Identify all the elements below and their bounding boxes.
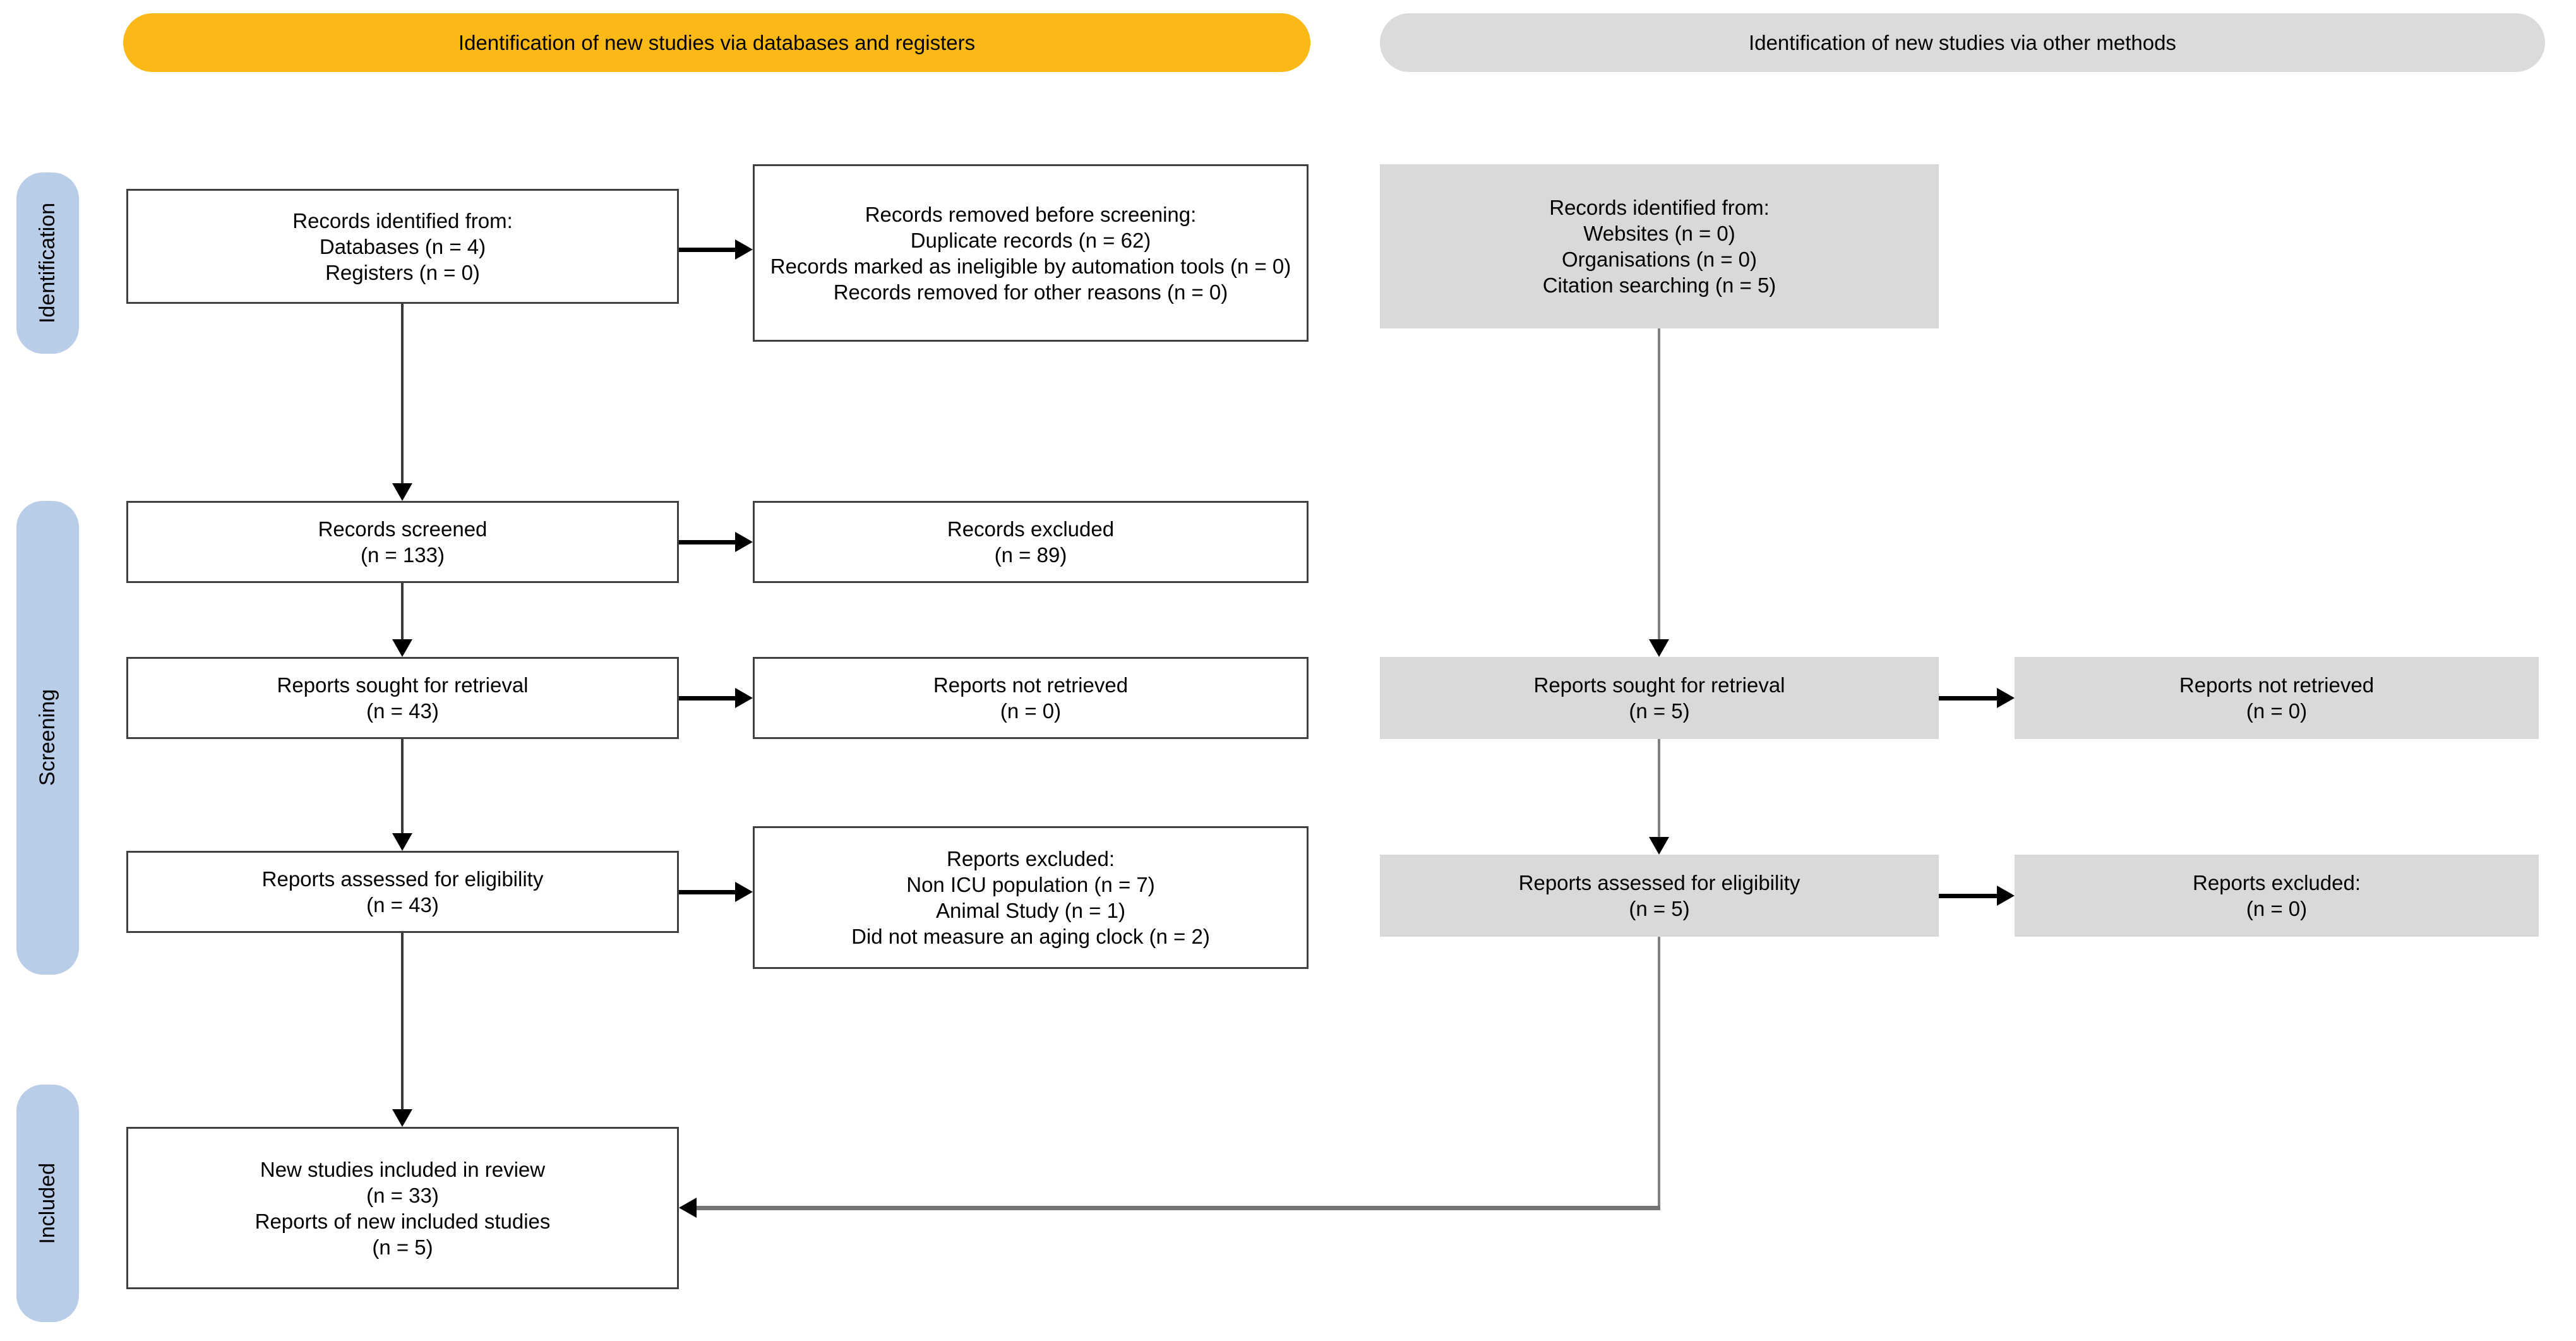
- stage-included-label: Included: [35, 1162, 59, 1244]
- box-reports-excluded-other: Reports excluded: (n = 0): [2015, 855, 2539, 937]
- box-reports-excluded-databases: Reports excluded: Non ICU population (n …: [753, 826, 1309, 969]
- box-new-studies-included: New studies included in review (n = 33) …: [126, 1127, 679, 1289]
- box-text-line: (n = 5): [1629, 699, 1690, 723]
- banner-other-methods: Identification of new studies via other …: [1380, 13, 2545, 72]
- box-text-line: Websites (n = 0): [1583, 222, 1735, 245]
- arrowhead-assessed-to-included: [392, 1109, 412, 1127]
- banner-databases-label: Identification of new studies via databa…: [458, 30, 976, 54]
- box-text-line: (n = 5): [372, 1235, 433, 1259]
- box-records-identified-other: Records identified from: Websites (n = 0…: [1380, 164, 1939, 328]
- arrowhead-other-assessed-to-excluded: [1997, 886, 2015, 906]
- box-text-line: (n = 33): [366, 1183, 439, 1207]
- box-text-line: Reports excluded:: [2193, 871, 2361, 894]
- box-text-line: Records removed before screening:: [865, 202, 1197, 226]
- arrowhead-identified-to-screened: [392, 483, 412, 501]
- banner-databases-registers: Identification of new studies via databa…: [123, 13, 1310, 72]
- box-text-line: Reports sought for retrieval: [1533, 673, 1785, 697]
- box-text-line: Organisations (n = 0): [1561, 248, 1758, 271]
- stage-included: Included: [16, 1085, 79, 1322]
- arrow-line-sought-to-notretrieved: [679, 696, 736, 701]
- arrow-line-sought-to-assessed: [401, 739, 404, 836]
- arrow-line-identified-to-screened: [401, 304, 404, 486]
- box-text-line: (n = 43): [366, 699, 439, 723]
- arrow-line-other-sought-to-notretrieved: [1939, 696, 1997, 701]
- box-reports-not-retrieved-other: Reports not retrieved (n = 0): [2015, 657, 2539, 739]
- box-text-line: Records removed for other reasons (n = 0…: [833, 280, 1228, 304]
- box-text-line: Registers (n = 0): [325, 260, 480, 284]
- stage-screening-label: Screening: [35, 689, 59, 786]
- box-text-line: (n = 133): [361, 543, 445, 567]
- box-text-line: Records identified from:: [292, 208, 513, 232]
- box-text-line: (n = 89): [994, 543, 1067, 567]
- box-reports-sought-databases: Reports sought for retrieval (n = 43): [126, 657, 679, 739]
- stage-identification: Identification: [16, 172, 79, 354]
- arrowhead-sought-to-assessed: [392, 833, 412, 851]
- stage-screening: Screening: [16, 501, 79, 975]
- arrowhead-other-identified-to-sought: [1649, 639, 1669, 657]
- box-text-line: Reports excluded:: [947, 847, 1115, 870]
- arrowhead-screened-to-sought: [392, 639, 412, 657]
- box-text-line: Did not measure an aging clock (n = 2): [851, 925, 1210, 948]
- arrowhead-identified-to-removed: [735, 239, 753, 260]
- box-records-excluded: Records excluded (n = 89): [753, 501, 1309, 583]
- box-text-line: Citation searching (n = 5): [1542, 274, 1776, 297]
- connector-other-assessed-down: [1658, 937, 1660, 1210]
- box-text-line: Reports assessed for eligibility: [1518, 871, 1800, 894]
- box-reports-assessed-other: Reports assessed for eligibility (n = 5): [1380, 855, 1939, 937]
- box-text-line: Animal Study (n = 1): [936, 899, 1125, 922]
- box-text-line: Reports assessed for eligibility: [261, 867, 544, 891]
- box-records-screened: Records screened (n = 133): [126, 501, 679, 583]
- box-text-line: (n = 0): [2246, 897, 2308, 920]
- box-text-line: Records identified from:: [1549, 196, 1770, 219]
- box-text-line: Records screened: [318, 517, 488, 541]
- box-text-line: Reports not retrieved: [933, 673, 1129, 697]
- box-text-line: Duplicate records (n = 62): [910, 228, 1151, 252]
- box-text-line: New studies included in review: [260, 1157, 546, 1181]
- box-text-line: (n = 5): [1629, 897, 1690, 920]
- box-text-line: Reports sought for retrieval: [277, 673, 529, 697]
- arrow-line-assessed-to-included: [401, 933, 404, 1112]
- box-text-line: (n = 43): [366, 893, 439, 917]
- arrowhead-other-sought-to-assessed: [1649, 837, 1669, 855]
- arrowhead-sought-to-notretrieved: [735, 688, 753, 708]
- arrowhead-assessed-to-excluded: [735, 882, 753, 902]
- box-reports-assessed-databases: Reports assessed for eligibility (n = 43…: [126, 851, 679, 933]
- arrowhead-other-sought-to-notretrieved: [1997, 688, 2015, 708]
- arrowhead-screened-to-excluded: [735, 532, 753, 552]
- box-records-identified-databases: Records identified from: Databases (n = …: [126, 189, 679, 304]
- box-text-line: Databases (n = 4): [319, 234, 486, 258]
- box-text-line: Non ICU population (n = 7): [906, 873, 1155, 896]
- stage-identification-label: Identification: [35, 203, 59, 323]
- connector-other-assessed-left: [697, 1206, 1660, 1210]
- banner-other-methods-label: Identification of new studies via other …: [1749, 30, 2176, 54]
- arrow-line-identified-to-removed: [679, 248, 736, 252]
- arrowhead-other-to-included: [679, 1198, 697, 1218]
- box-reports-sought-other: Reports sought for retrieval (n = 5): [1380, 657, 1939, 739]
- box-text-line: Records excluded: [947, 517, 1115, 541]
- box-text-line: Records marked as ineligible by automati…: [770, 254, 1291, 278]
- arrow-line-other-assessed-to-excluded: [1939, 894, 1997, 898]
- box-text-line: (n = 0): [1000, 699, 1062, 723]
- arrow-line-screened-to-excluded: [679, 540, 736, 544]
- box-records-removed-before-screening: Records removed before screening: Duplic…: [753, 164, 1309, 342]
- arrow-line-other-identified-to-sought: [1658, 328, 1660, 642]
- arrow-line-other-sought-to-assessed: [1658, 739, 1660, 839]
- box-text-line: (n = 0): [2246, 699, 2308, 723]
- box-reports-not-retrieved-databases: Reports not retrieved (n = 0): [753, 657, 1309, 739]
- box-text-line: Reports not retrieved: [2179, 673, 2375, 697]
- arrow-line-assessed-to-excluded: [679, 890, 736, 894]
- box-text-line: Reports of new included studies: [255, 1209, 551, 1233]
- arrow-line-screened-to-sought: [401, 583, 404, 642]
